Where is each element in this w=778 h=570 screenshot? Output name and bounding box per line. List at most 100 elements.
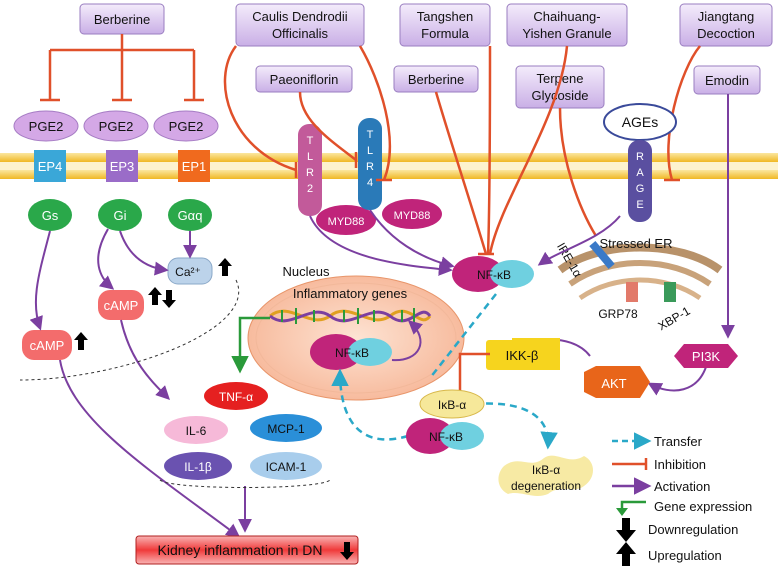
herb-emodin: Emodin: [693, 65, 761, 95]
svg-text:cAMP: cAMP: [30, 338, 65, 353]
pi3k-node: PI3K: [674, 344, 738, 368]
up-arrow-icon: [74, 332, 88, 350]
svg-text:R: R: [366, 161, 374, 173]
left-activation-arrows: [29, 228, 252, 538]
svg-text:NF-κB: NF-κB: [429, 430, 463, 444]
berberine-inhibition-lines: [40, 34, 204, 102]
svg-text:IL-1β: IL-1β: [184, 460, 212, 474]
gene-expression-arrow: [231, 316, 270, 374]
herb-caulis-dendrodii: Caulis Dendrodii Officinalis: [235, 3, 365, 47]
svg-text:Downregulation: Downregulation: [648, 522, 738, 537]
svg-text:Gαq: Gαq: [178, 208, 203, 223]
down-arrow-icon: [616, 518, 636, 542]
myd88-node-2: MYD88: [382, 199, 442, 229]
tnfa-node: TNF-α: [204, 382, 268, 410]
up-arrow-icon: [148, 287, 162, 305]
svg-text:PGE2: PGE2: [169, 119, 204, 134]
svg-text:Caulis Dendrodii: Caulis Dendrodii: [252, 9, 347, 24]
svg-text:NF-κB: NF-κB: [335, 346, 369, 360]
svg-text:Berberine: Berberine: [408, 72, 464, 87]
svg-text:Paeoniflorin: Paeoniflorin: [270, 72, 339, 87]
svg-text:Activation: Activation: [654, 479, 710, 494]
gi-protein: Gi: [98, 199, 142, 231]
svg-text:PGE2: PGE2: [99, 119, 134, 134]
svg-text:Decoction: Decoction: [697, 26, 755, 41]
svg-text:Gs: Gs: [42, 208, 59, 223]
pge2-cloud-1: PGE2: [13, 110, 79, 142]
svg-text:EP1: EP1: [182, 159, 207, 174]
svg-text:Gi: Gi: [114, 208, 127, 223]
svg-text:T: T: [367, 129, 374, 141]
svg-text:EP3: EP3: [110, 159, 135, 174]
svg-text:Gene expression: Gene expression: [654, 499, 752, 514]
legend-gene-expression: Gene expression: [616, 499, 752, 516]
svg-text:IKK-β: IKK-β: [506, 348, 539, 363]
svg-text:Officinalis: Officinalis: [272, 26, 329, 41]
svg-text:cAMP: cAMP: [104, 298, 139, 313]
cytokine-boundary: [159, 479, 331, 488]
ep1-receptor: EP1: [178, 150, 210, 182]
svg-text:Formula: Formula: [421, 26, 469, 41]
herb-inhibition-lines: [223, 45, 701, 256]
legend-inhibition: Inhibition: [612, 457, 706, 472]
il1b-node: IL-1β: [164, 452, 232, 480]
herb-tangshen-formula: Tangshen Formula: [399, 3, 491, 47]
ikba-node: IκB-α: [419, 389, 485, 419]
ep4-receptor: EP4: [34, 150, 66, 182]
svg-text:MYD88: MYD88: [328, 216, 365, 228]
svg-text:IκB-α: IκB-α: [532, 463, 560, 477]
nfkb-main-node: NF-κB: [452, 256, 534, 292]
stressed-er: Stressed ER IRE-1α GRP78 XBP-1: [554, 236, 723, 333]
svg-text:MYD88: MYD88: [394, 210, 431, 222]
svg-text:Kidney inflammation in DN: Kidney inflammation in DN: [158, 542, 323, 558]
legend-downregulation: Downregulation: [616, 518, 738, 542]
svg-text:R: R: [636, 151, 644, 163]
svg-text:TNF-α: TNF-α: [219, 390, 253, 404]
svg-text:Nucleus: Nucleus: [283, 264, 330, 279]
svg-text:ICAM-1: ICAM-1: [266, 460, 307, 474]
rage-receptor: R A G E: [628, 140, 652, 222]
svg-text:Emodin: Emodin: [705, 73, 749, 88]
svg-text:PI3K: PI3K: [692, 349, 721, 364]
akt-node: AKT: [584, 366, 650, 398]
svg-text:Ca²⁺: Ca²⁺: [175, 265, 201, 279]
dotted-boundary: [19, 279, 240, 381]
myd88-node-1: MYD88: [316, 205, 376, 235]
svg-text:R: R: [306, 167, 314, 179]
transfer-arrows: [331, 293, 558, 450]
mcp1-node: MCP-1: [250, 414, 322, 442]
svg-text:IL-6: IL-6: [186, 424, 207, 438]
ikkb-node: IKK-β: [486, 338, 560, 370]
svg-text:L: L: [307, 151, 313, 163]
svg-text:G: G: [636, 183, 645, 195]
svg-text:Glycoside: Glycoside: [531, 88, 588, 103]
camp-left-node: cAMP: [22, 330, 88, 360]
down-arrow-icon: [162, 290, 176, 308]
down-arrow-icon: [340, 542, 354, 560]
svg-text:IκB-α: IκB-α: [438, 398, 466, 412]
nfkb-nucleus-node: NF-κB: [310, 334, 392, 370]
herb-jiangtang-decoction: Jiangtang Decoction: [679, 3, 773, 47]
ikkb-inhibition-line: [458, 352, 490, 394]
gaq-protein: Gαq: [168, 199, 212, 231]
legend-upregulation: Upregulation: [616, 542, 722, 566]
herb-berberine-top: Berberine: [79, 3, 165, 35]
svg-text:Inhibition: Inhibition: [654, 457, 706, 472]
nfkb-to-genes-arrow: [391, 320, 424, 362]
pge2-cloud-3: PGE2: [153, 110, 219, 142]
svg-text:Chaihuang-: Chaihuang-: [533, 9, 600, 24]
gs-protein: Gs: [28, 199, 72, 231]
svg-text:GRP78: GRP78: [598, 307, 638, 321]
herb-chaihuang-yishen: Chaihuang- Yishen Granule: [506, 3, 628, 47]
nucleus: Nucleus Inflammatory genes: [247, 264, 465, 401]
svg-text:L: L: [367, 145, 373, 157]
svg-text:EP4: EP4: [38, 159, 63, 174]
svg-text:PGE2: PGE2: [29, 119, 64, 134]
svg-text:Inflammatory genes: Inflammatory genes: [293, 286, 408, 301]
svg-text:Transfer: Transfer: [654, 434, 703, 449]
icam1-node: ICAM-1: [250, 452, 322, 480]
herb-berberine-mid: Berberine: [393, 65, 479, 93]
kidney-inflammation-bar: Kidney inflammation in DN: [135, 535, 359, 565]
pge2-cloud-2: PGE2: [83, 110, 149, 142]
